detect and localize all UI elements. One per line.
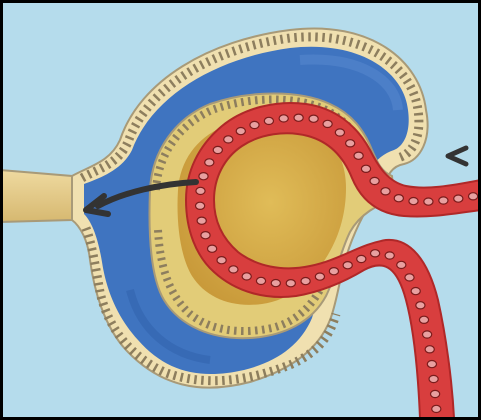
capillary-cell [419,316,428,323]
capillary-cell [416,302,425,309]
capillary-cell [371,250,380,257]
capillary-cell [229,266,238,273]
capillary-cell [250,121,259,128]
capillary-cell [315,273,324,280]
capillary-cell [271,280,280,287]
capillary-cell [432,405,441,412]
capillary-cell [279,115,288,122]
capillary-cell [294,114,303,121]
capillary-cell [201,232,210,239]
capillary-cell [405,274,414,281]
capillary-cell [409,198,418,205]
capillary-cell [423,331,432,338]
capillary-cell [286,280,295,287]
capillary-cell [469,193,478,200]
capillary-cell [301,278,310,285]
capillary-cell [197,217,206,224]
capillary-cell [385,252,394,259]
capillary-cell [381,188,390,195]
capillary-cell [309,115,318,122]
capillary-cell [343,262,352,269]
capillary-cell [196,202,205,209]
capillary-cell [213,146,222,153]
capillary-cell [397,261,406,268]
capillary-cell [454,195,463,202]
capillary-cell [256,277,265,284]
capillary-cell [196,187,205,194]
capillary-cell [335,129,344,136]
capillary-cell [208,245,217,252]
capillary-cell [424,198,433,205]
capillary-cell [429,375,438,382]
capillary-cell [217,257,226,264]
capillary-cell [370,177,379,184]
capillary-cell [242,273,251,280]
capillary-cell [354,152,363,159]
capillary-cell [439,197,448,204]
capillary-cell [346,140,355,147]
capillary-cell [199,173,208,180]
capillary-cell [361,165,370,172]
capillary-cell [431,390,440,397]
capillary-cell [323,120,332,127]
capillary-cell [411,288,420,295]
capillary-cell [425,346,434,353]
proximal-tubule [0,170,77,222]
capillary-cell [205,159,214,166]
capillary-cell [394,195,403,202]
capillary-cell [357,255,366,262]
capillary-cell [329,268,338,275]
capillary-cell [224,136,233,143]
capillary-cell [427,361,436,368]
capillary-cell [264,117,273,124]
capillary-cell [236,128,245,135]
